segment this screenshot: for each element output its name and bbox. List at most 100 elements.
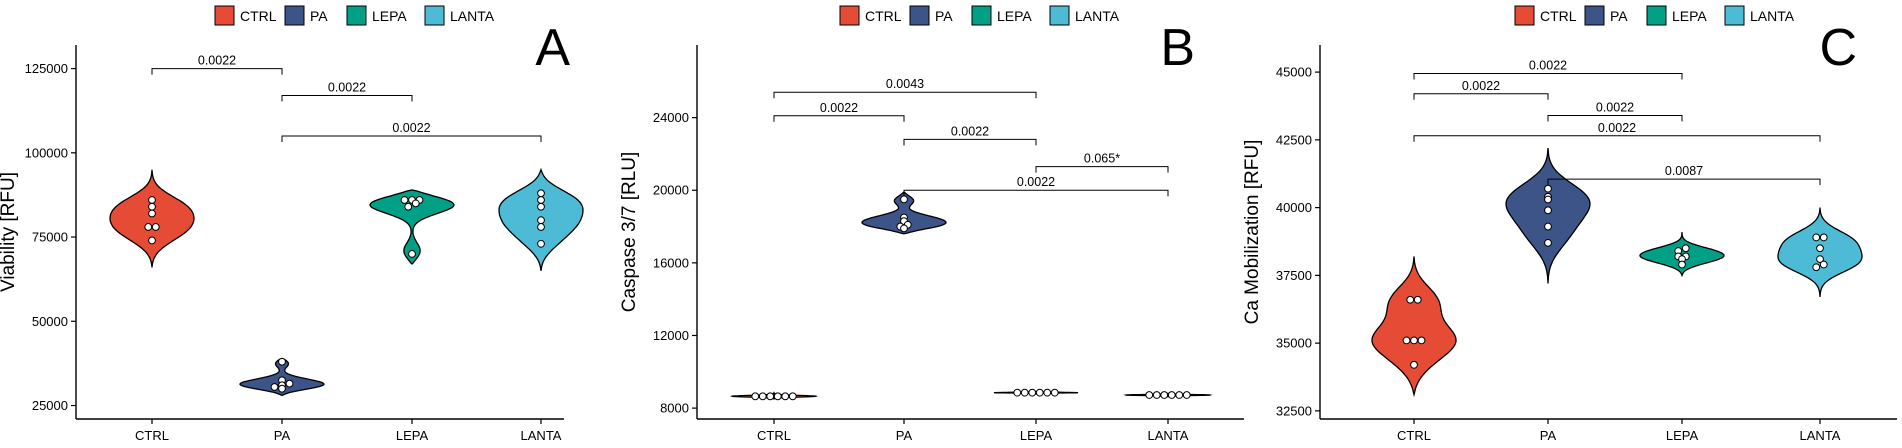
legend-swatch-lepa xyxy=(1646,5,1667,26)
legend-label-ctrl: CTRL xyxy=(1540,8,1577,24)
bracket-line xyxy=(1547,114,1683,122)
bracket-line xyxy=(281,95,413,102)
panel-letter: B xyxy=(1160,19,1195,77)
significance-bracket: 0.0043 xyxy=(773,77,1037,99)
y-tick-label: 42500 xyxy=(1276,132,1312,147)
data-point-ctrl xyxy=(1402,336,1411,345)
data-point-pa xyxy=(900,224,908,233)
data-point-pa xyxy=(1544,195,1552,204)
legend-label-pa: PA xyxy=(1610,8,1628,24)
significance-bracket: 0.0022 xyxy=(1413,79,1549,100)
data-point-pa xyxy=(1544,238,1552,247)
bracket-line xyxy=(1547,178,1821,186)
data-point-ctrl xyxy=(1406,295,1415,304)
panel-letter: C xyxy=(1819,19,1857,77)
significance-bracket: 0.0022 xyxy=(281,121,542,142)
data-point-lanta xyxy=(1812,263,1821,272)
data-point-lanta xyxy=(1167,391,1176,399)
data-point-ctrl xyxy=(1417,336,1426,345)
legend-swatch-lanta xyxy=(424,5,445,26)
data-point-ctrl xyxy=(1410,336,1418,345)
legend-swatch-ctrl xyxy=(1514,5,1535,26)
data-point-pa xyxy=(278,384,286,393)
y-tick-label: 50000 xyxy=(32,314,68,329)
y-tick-label: 24000 xyxy=(653,110,689,125)
bracket-line xyxy=(773,115,905,122)
x-tick-label-lanta: LANTA xyxy=(521,428,562,443)
violin-ctrl xyxy=(109,169,195,268)
bracket-line xyxy=(903,189,1169,197)
data-point-ctrl xyxy=(773,392,782,401)
legend-swatch-ctrl xyxy=(214,5,235,26)
y-tick-label: 75000 xyxy=(32,230,68,245)
bracket-label: 0.0022 xyxy=(1598,121,1636,135)
significance-bracket: 0.0022 xyxy=(903,124,1037,146)
data-point-ctrl xyxy=(751,392,760,401)
x-tick-label-pa: PA xyxy=(274,428,291,443)
significance-bracket: 0.0087 xyxy=(1547,164,1821,186)
bracket-label: 0.0043 xyxy=(886,77,924,91)
x-tick-label-lanta: LANTA xyxy=(1800,428,1841,443)
x-tick-label-ctrl: CTRL xyxy=(1397,428,1431,443)
legend-swatch-ctrl xyxy=(839,5,860,26)
legend-label-pa: PA xyxy=(935,8,953,24)
y-tick-label: 45000 xyxy=(1276,65,1312,80)
data-point-lanta xyxy=(537,196,545,204)
data-point-lanta xyxy=(537,216,545,225)
bracket-line xyxy=(151,68,283,75)
x-tick-label-lepa: LEPA xyxy=(396,428,429,443)
significance-bracket: 0.0022 xyxy=(773,101,905,122)
data-point-lepa xyxy=(1043,388,1052,397)
significance-bracket: 0.0022 xyxy=(1547,100,1683,122)
y-tick-label: 100000 xyxy=(25,145,68,160)
violin-ctrl xyxy=(1371,256,1457,398)
data-point-ctrl xyxy=(148,209,156,218)
data-point-ctrl xyxy=(1410,360,1418,369)
data-point-lanta xyxy=(537,189,545,198)
x-tick-label-pa: PA xyxy=(1540,428,1557,443)
data-point-lanta xyxy=(1819,233,1828,242)
data-point-lepa xyxy=(404,202,413,211)
bracket-line xyxy=(773,91,1037,99)
x-tick-label-lanta: LANTA xyxy=(1148,428,1189,443)
x-tick-label-ctrl: CTRL xyxy=(757,428,791,443)
y-tick-label: 35000 xyxy=(1276,336,1312,351)
legend-label-lanta: LANTA xyxy=(1075,8,1120,24)
data-point-lanta xyxy=(537,202,545,211)
legend-swatch-lepa xyxy=(971,5,992,26)
y-tick-label: 16000 xyxy=(653,255,689,270)
data-point-pa xyxy=(900,195,908,204)
data-point-lepa xyxy=(1013,388,1022,397)
legend-label-lanta: LANTA xyxy=(1750,8,1795,24)
data-point-ctrl xyxy=(766,392,775,401)
legend-label-ctrl: CTRL xyxy=(240,8,277,24)
data-point-lanta xyxy=(1145,391,1154,399)
data-point-lepa xyxy=(1028,388,1037,397)
data-point-lanta xyxy=(1175,391,1184,399)
significance-bracket: 0.0022 xyxy=(1413,121,1821,142)
bracket-line xyxy=(281,135,542,142)
bracket-line xyxy=(903,138,1037,146)
data-point-lanta xyxy=(1812,233,1821,242)
data-point-ctrl xyxy=(148,202,156,211)
data-point-pa xyxy=(1544,184,1552,193)
x-tick-label-ctrl: CTRL xyxy=(135,428,169,443)
y-tick-label: 32500 xyxy=(1276,403,1312,418)
bracket-label: 0.0022 xyxy=(820,101,858,115)
data-point-lepa xyxy=(1035,388,1044,397)
violin-pa xyxy=(1505,147,1591,284)
data-point-lanta xyxy=(1182,391,1191,399)
y-axis-title: Ca Mobilization [RFU] xyxy=(1242,140,1263,325)
bracket-line xyxy=(1413,135,1821,142)
data-point-ctrl xyxy=(788,392,797,401)
y-tick-label: 8000 xyxy=(660,401,689,416)
x-tick-label-pa: PA xyxy=(896,428,913,443)
significance-bracket: 0.0022 xyxy=(1413,58,1683,80)
x-tick-label-lepa: LEPA xyxy=(1666,428,1699,443)
x-tick-label-lepa: LEPA xyxy=(1020,428,1053,443)
bracket-label: 0.0022 xyxy=(1596,100,1634,114)
